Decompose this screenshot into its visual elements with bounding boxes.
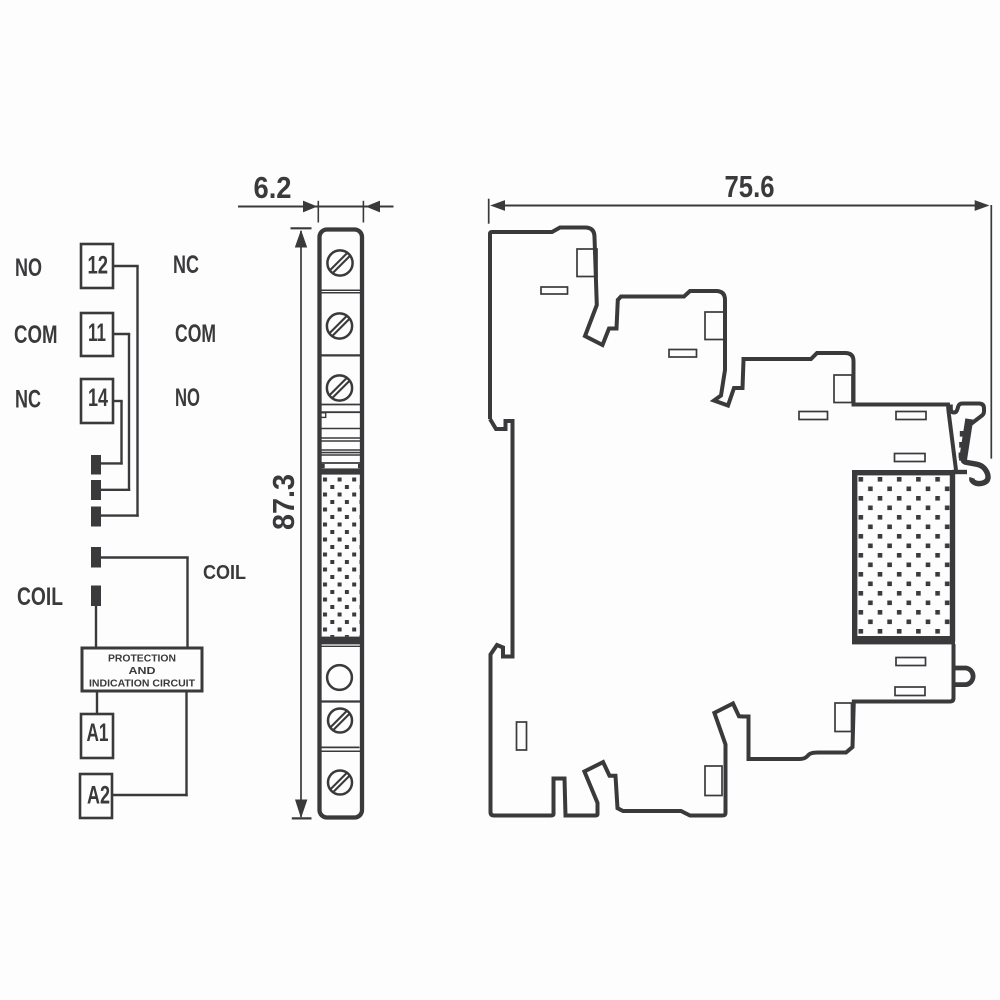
svg-text:NC: NC (15, 386, 41, 414)
svg-text:A2: A2 (87, 782, 110, 810)
svg-text:12: 12 (88, 252, 109, 280)
svg-text:AND: AND (129, 665, 156, 677)
svg-text:NO: NO (175, 384, 200, 412)
svg-text:6.2: 6.2 (254, 171, 292, 205)
svg-text:14: 14 (88, 384, 108, 412)
svg-text:COM: COM (14, 321, 58, 349)
svg-text:COIL: COIL (17, 583, 63, 611)
svg-text:87.3: 87.3 (267, 474, 301, 530)
svg-text:PROTECTION: PROTECTION (108, 653, 176, 665)
svg-text:75.6: 75.6 (725, 169, 775, 204)
svg-text:COIL: COIL (203, 562, 246, 584)
svg-text:11: 11 (88, 319, 106, 347)
svg-text:A1: A1 (87, 719, 109, 747)
svg-text:NO: NO (15, 254, 42, 282)
svg-text:NC: NC (173, 251, 199, 279)
svg-text:INDICATION CIRCUIT: INDICATION CIRCUIT (89, 678, 196, 690)
svg-text:COM: COM (175, 320, 216, 348)
